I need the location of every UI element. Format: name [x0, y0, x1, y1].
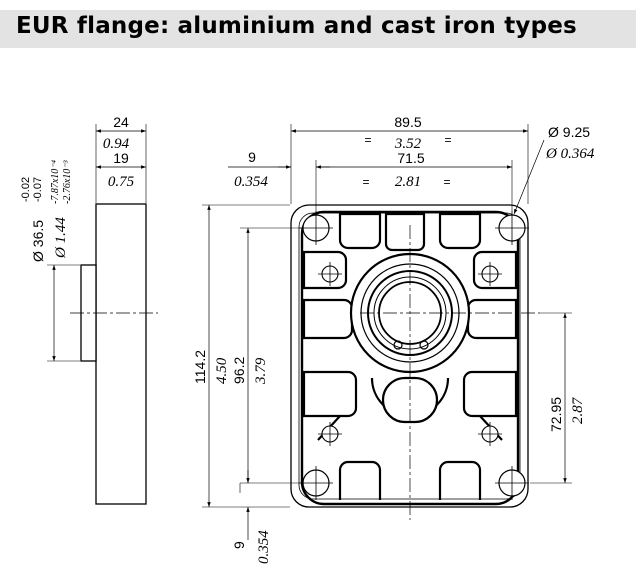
side-pilot-tol-mm-1: -0.02 [20, 177, 32, 202]
front-view: 89.5 = 3.52 = 71.5 = 2.81 = 9 0.354 Ø 9.… [192, 114, 595, 564]
front-inner-h-in: 3.79 [253, 357, 269, 385]
front-width-in: 3.52 [394, 136, 422, 152]
front-inner-in: 2.81 [395, 174, 421, 190]
side-pilot-in: Ø 1.44 [53, 217, 69, 259]
front-inner-h-mm: 96.2 [231, 357, 247, 384]
front-bottom-mm: 9 [231, 541, 247, 549]
front-width-mm: 89.5 [394, 114, 421, 130]
equal-mark-1: = [364, 133, 371, 147]
equal-mark-4: = [443, 175, 450, 189]
front-center-h-mm: 72.95 [548, 397, 564, 432]
side-flange-body [95, 203, 147, 505]
front-center-h-in: 2.87 [570, 396, 586, 424]
front-inner-mm: 71.5 [397, 150, 424, 166]
page-title: EUR flange: aluminium and cast iron type… [16, 13, 577, 39]
front-offset-in: 0.354 [234, 174, 268, 190]
side-pilot-mm: Ø 36.5 [30, 220, 46, 262]
front-hole-mm: Ø 9.25 [548, 124, 590, 140]
side-step-in: 0.75 [108, 174, 135, 190]
front-height-mm: 114.2 [192, 350, 208, 384]
side-step-mm: 19 [113, 150, 129, 166]
front-offset-mm: 9 [248, 149, 256, 165]
title-bar: EUR flange: aluminium and cast iron type… [0, 10, 636, 48]
equal-mark-2: = [444, 133, 451, 147]
side-width-in: 0.94 [103, 136, 130, 152]
front-height-in: 4.50 [214, 357, 230, 384]
equal-mark-3: = [362, 175, 369, 189]
side-view: 24 0.94 19 0.75 Ø 36.5 -0.02 -0.07 Ø 1.4… [20, 114, 158, 505]
front-bottom-in: 0.354 [256, 530, 272, 564]
front-hole-in: Ø 0.364 [545, 146, 595, 162]
side-pilot-tol-in-1: -7.87x10⁻⁴ [50, 159, 61, 204]
side-width-mm: 24 [113, 114, 129, 130]
side-pilot-tol-mm-2: -0.07 [32, 177, 44, 202]
side-pilot-tol-in-2: -2.76x10⁻³ [62, 159, 73, 204]
